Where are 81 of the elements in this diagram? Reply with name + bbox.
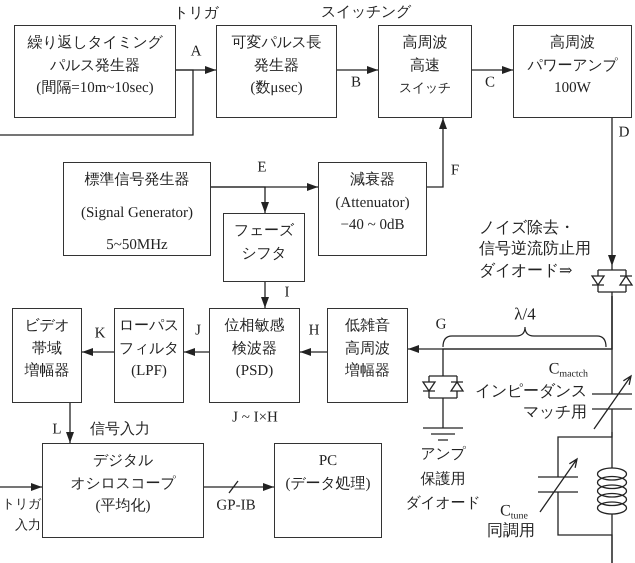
connector-line [611, 519, 613, 563]
connector-line [611, 296, 613, 372]
box-label: (PSD) [236, 362, 274, 381]
box-label: 可変パルス長発生器 [230, 33, 322, 76]
coil-symbol [596, 463, 628, 519]
process-box [378, 25, 472, 118]
process-box [14, 25, 176, 118]
box-label: 位相敏感検波器 [224, 316, 286, 358]
arrow [184, 348, 209, 356]
box-label: (平均化) [96, 497, 150, 516]
process-box [216, 25, 337, 118]
annotation: トリガ [174, 4, 218, 24]
box-label: (数μsec) [250, 79, 303, 98]
process-box [513, 25, 632, 118]
box-label: (データ処理) [286, 474, 370, 494]
process-box [114, 308, 184, 403]
arrow [82, 348, 114, 356]
component-label: 信号逆流防止用 [479, 239, 591, 260]
box-label: (Attenuator) [335, 194, 410, 212]
component-label: C$_{mactch}$ [548, 360, 588, 380]
process-box [327, 308, 408, 403]
component-label: アンプ [420, 444, 466, 464]
ground-symbol [423, 426, 463, 442]
arrow [261, 282, 269, 308]
component-label: ノイズ除去・ [479, 218, 575, 238]
component-label: インピーダンスマッチ用 [474, 382, 587, 423]
arrow [472, 66, 513, 74]
component-label: C$_{tune}$ [500, 502, 528, 522]
box-label: フェーズシフタ [233, 222, 295, 264]
process-box [209, 308, 300, 403]
component-label: ダイオード⇒ [479, 262, 572, 282]
arrow [211, 186, 269, 213]
process-box [12, 308, 82, 403]
box-label: ローパスフィルタ [118, 317, 180, 358]
component-label: 同調用 [487, 521, 535, 542]
annotation: 信号入力 [90, 420, 150, 440]
box-label: 高周波 [550, 33, 595, 53]
arrow [337, 66, 378, 74]
box-label: デジタル [93, 452, 153, 471]
box-label: 減衰器 [350, 170, 395, 190]
process-box [318, 162, 427, 256]
box-label: 増幅器 [24, 361, 70, 381]
box-label: (間隔=10m~10sec) [36, 79, 154, 98]
component-label: 保護用 [420, 470, 466, 490]
box-label: 標準信号発生器 [84, 170, 190, 190]
box-label: 5~50MHz [106, 236, 168, 255]
box-label: 100W [554, 79, 591, 98]
box-label: 低雑音高周波増幅器 [344, 316, 391, 381]
variable-capacitor-symbol [590, 372, 634, 432]
process-box [274, 443, 382, 538]
box-label: 高周波 [402, 33, 448, 53]
diode-pair-symbol [590, 266, 634, 296]
box-label: ビデオ [24, 317, 70, 336]
box-label: 帯域 [32, 340, 62, 358]
arrow [427, 118, 447, 188]
arrow [608, 118, 616, 266]
annotation: λ/4 [514, 304, 536, 324]
variable-capacitor-symbol [536, 455, 580, 515]
arrow [66, 403, 74, 443]
box-label: (Signal Generator) [80, 204, 194, 222]
box-label: (LPF) [131, 362, 167, 381]
arrow [0, 483, 42, 491]
box-label: オシロスコープ [70, 474, 176, 494]
diode-pair-symbol [421, 372, 465, 402]
box-label: スイッチ [399, 79, 451, 97]
box-label: 高速 [410, 56, 440, 76]
process-box [42, 443, 204, 538]
arrow [300, 348, 327, 356]
box-label: PC [318, 452, 338, 471]
process-box [223, 213, 305, 282]
connector-line [442, 402, 444, 426]
formula-label: J ~ I×H [232, 408, 278, 428]
process-box [63, 162, 211, 256]
connector-line [0, 69, 194, 136]
box-label: パワーアンプ [528, 56, 618, 76]
annotation: スイッチング [321, 4, 411, 22]
component-label: ダイオード [406, 494, 480, 514]
box-label: 繰り返しタイミングパルス発生器 [26, 34, 164, 76]
connector-line [611, 432, 613, 463]
arrow [204, 483, 274, 491]
box-label: −40 ~ 0dB [340, 216, 405, 235]
